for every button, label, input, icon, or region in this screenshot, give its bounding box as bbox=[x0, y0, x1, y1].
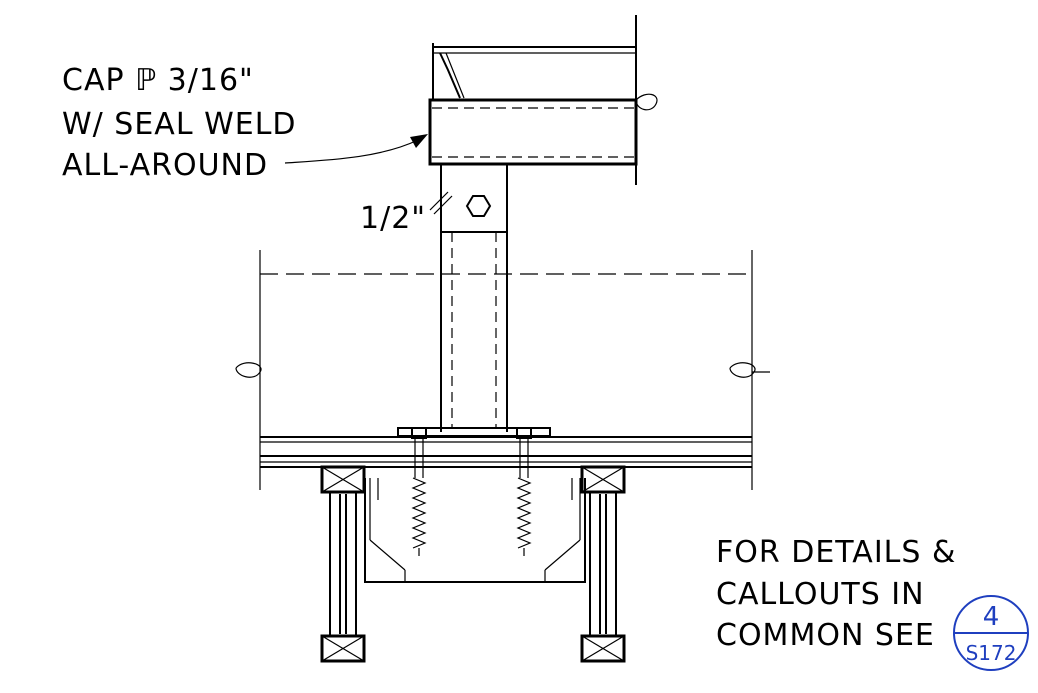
leader-line bbox=[284, 139, 419, 164]
detail-number: 4 bbox=[983, 602, 1000, 632]
note-line-3: COMMON SEE bbox=[716, 618, 935, 653]
cap-plate bbox=[428, 98, 638, 166]
detail-bubble[interactable]: 4 S172 bbox=[953, 595, 1029, 671]
base-plate bbox=[397, 427, 551, 437]
lag-screw-left bbox=[411, 427, 427, 556]
deck bbox=[260, 436, 752, 468]
weld-dimension: 1/2" bbox=[360, 201, 426, 236]
wall-outline bbox=[235, 250, 770, 490]
reference-note: FOR DETAILS & CALLOUTS IN COMMON SEE bbox=[716, 535, 956, 653]
callout-line-2: W/ SEAL WELD bbox=[62, 107, 297, 142]
post-top-connection bbox=[429, 163, 508, 233]
weld-dimension-label: 1/2" bbox=[360, 201, 426, 236]
callout-line-3: ALL-AROUND bbox=[62, 148, 268, 183]
blocking bbox=[364, 478, 586, 583]
cap-plate-callout: CAP ℙ 3/16" W/ SEAL WELD ALL-AROUND bbox=[62, 63, 428, 183]
detail-sheet: S172 bbox=[966, 641, 1017, 665]
note-line-1: FOR DETAILS & bbox=[716, 535, 956, 570]
joist-left bbox=[320, 465, 366, 663]
note-line-2: CALLOUTS IN bbox=[716, 577, 925, 612]
leader-arrowhead bbox=[410, 134, 428, 148]
lag-screw-right bbox=[516, 427, 532, 556]
callout-line-1: CAP ℙ 3/16" bbox=[62, 63, 254, 98]
post bbox=[440, 232, 508, 432]
joist-right bbox=[580, 465, 626, 663]
